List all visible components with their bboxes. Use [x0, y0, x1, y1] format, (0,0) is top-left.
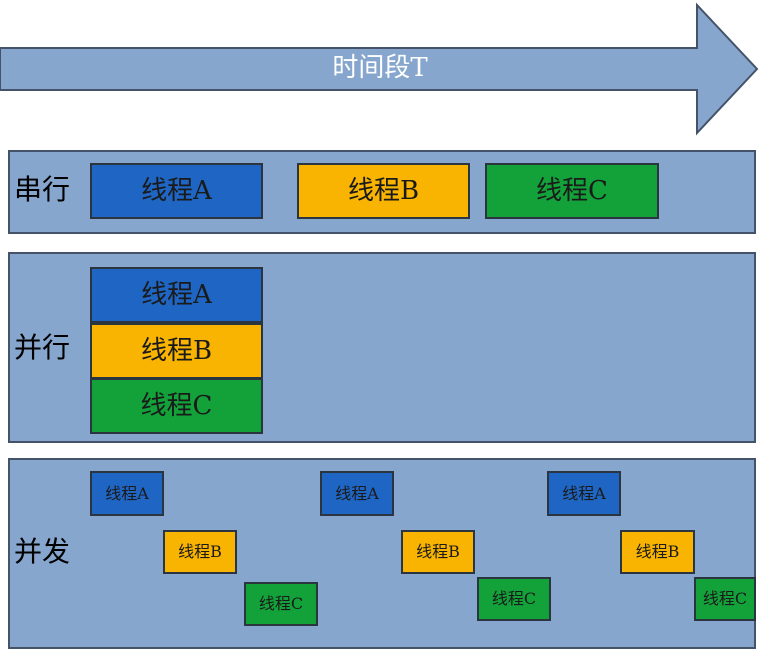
serial-thread-a: 线程A	[90, 163, 263, 219]
concurrent-thread-c-1: 线程C	[244, 582, 318, 626]
concurrent-thread-c-2: 线程C	[477, 577, 551, 621]
concurrent-thread-b-3: 线程B	[620, 530, 695, 574]
concurrent-thread-b-1: 线程B	[163, 530, 237, 574]
parallel-label: 并行	[14, 331, 71, 364]
concurrent-thread-c-3: 线程C	[694, 577, 756, 621]
concurrent-thread-a-1: 线程A	[90, 471, 164, 516]
timeline-arrow	[0, 2, 759, 136]
serial-label: 串行	[14, 173, 71, 206]
concurrent-thread-b-2: 线程B	[401, 530, 475, 574]
parallel-thread-c: 线程C	[90, 378, 263, 434]
parallel-thread-a: 线程A	[90, 267, 263, 323]
concurrent-label: 并发	[14, 535, 71, 568]
concurrent-thread-a-3: 线程A	[547, 471, 621, 516]
serial-thread-c: 线程C	[485, 163, 659, 219]
parallel-thread-b: 线程B	[90, 323, 263, 379]
concurrent-thread-a-2: 线程A	[320, 471, 394, 516]
timeline-arrow-shape	[0, 2, 759, 136]
timeline-label: 时间段T	[332, 53, 428, 83]
serial-thread-b: 线程B	[297, 163, 470, 219]
